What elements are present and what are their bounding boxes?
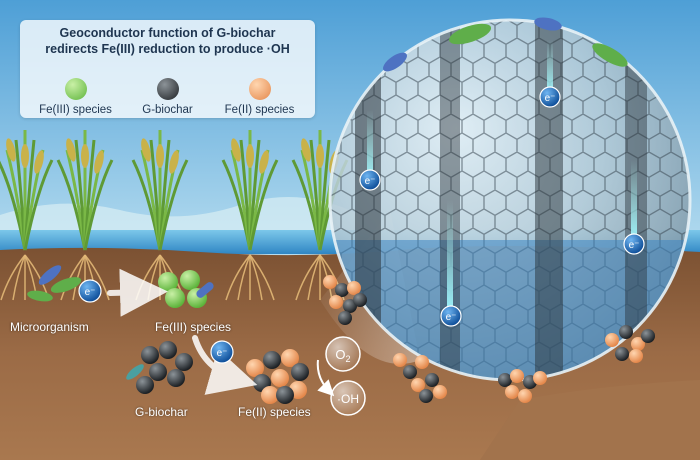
microbe-teal <box>126 364 144 380</box>
fe3-particle <box>165 288 185 308</box>
legend-swatch-fe3 <box>64 78 87 100</box>
legend-item-fe3: Fe(III) species <box>28 78 123 116</box>
label-fe3-species: Fe(III) species <box>155 320 232 334</box>
biochar-particle <box>159 341 177 359</box>
microbe-green <box>448 23 492 45</box>
electron: e⁻ <box>210 340 234 364</box>
electron: e⁻ <box>78 279 102 303</box>
rice-plant <box>56 130 114 301</box>
fe2-particle <box>329 295 343 309</box>
microbe-blue <box>38 265 62 285</box>
legend-item-fe2: Fe(II) species <box>212 78 307 116</box>
arrow-to-fe3 <box>107 268 168 317</box>
fe2-particle <box>629 349 643 363</box>
electron-beam <box>631 160 637 240</box>
arrow-to-fe2 <box>192 335 258 395</box>
electron: e⁻ <box>440 305 462 327</box>
biochar-particle <box>619 325 633 339</box>
biochar-particle <box>141 346 159 364</box>
electron: e⁻ <box>359 169 381 191</box>
fe2-particle <box>605 333 619 347</box>
microbe-blue <box>383 52 407 72</box>
fe2-particle <box>347 281 361 295</box>
biochar-particle <box>276 386 294 404</box>
rice-plant <box>131 130 189 301</box>
electron-beam <box>367 110 373 180</box>
label-g-biochar: G-biochar <box>135 405 188 419</box>
electron-beams <box>367 40 637 310</box>
oh-bubble-circle <box>330 380 366 416</box>
biochar-particle <box>353 293 367 307</box>
electrons: e⁻ e⁻ e⁻ e⁻ e⁻ e⁻ <box>78 86 645 364</box>
microbes-on-lens <box>383 17 628 72</box>
electron-symbol: e⁻ <box>545 93 556 104</box>
electron-symbol: e⁻ <box>85 287 96 298</box>
fe2-particle <box>281 349 299 367</box>
fe2-particle <box>323 275 337 289</box>
fe3-particle <box>180 270 200 290</box>
biochar-particle <box>425 373 439 387</box>
microbe-green <box>27 290 53 302</box>
legend-item-biochar: G-biochar <box>120 78 215 116</box>
o2-label: O2 <box>335 347 350 364</box>
electron-symbol: e⁻ <box>365 176 376 187</box>
electron: e⁻ <box>623 233 645 255</box>
particle-clusters <box>136 270 655 404</box>
legend-swatch-fe2 <box>248 78 271 100</box>
legend: Geoconductor function of G-biochar redir… <box>20 20 315 118</box>
biochar-particle <box>498 373 512 387</box>
electron-symbol: e⁻ <box>217 348 228 359</box>
fe2-particle <box>393 353 407 367</box>
rice-plant <box>221 130 279 301</box>
microbe-green <box>50 277 82 293</box>
microbe-blue <box>534 17 562 31</box>
soil-foreground <box>480 380 700 460</box>
biochar-particle <box>149 363 167 381</box>
legend-title: Geoconductor function of G-biochar redir… <box>45 26 290 56</box>
biochar-particle <box>403 365 417 379</box>
biochar-particle <box>615 347 629 361</box>
biochar-particle <box>175 353 193 371</box>
biochar-particle <box>335 283 349 297</box>
electron-symbol: e⁻ <box>446 312 457 323</box>
soil-microorganisms <box>27 265 144 380</box>
arrow-o2-to-oh <box>316 359 335 397</box>
oh-bubble: ·OH <box>330 380 366 416</box>
o2-bubble: O2 <box>325 336 361 372</box>
electron-beam <box>547 40 553 95</box>
microbe-blue <box>196 282 214 298</box>
label-microorganism: Microorganism <box>10 320 89 334</box>
rice-plant <box>0 130 54 301</box>
fe2-particle <box>510 369 524 383</box>
biochar-particle <box>167 369 185 387</box>
fe2-particle <box>261 386 279 404</box>
biochar-particle <box>419 389 433 403</box>
electron-symbol: e⁻ <box>629 240 640 251</box>
oh-label: ·OH <box>337 392 359 406</box>
fe2-particle <box>631 337 645 351</box>
biochar-particle <box>136 376 154 394</box>
biochar-particle <box>338 311 352 325</box>
fe2-particle <box>533 371 547 385</box>
biochar-particle <box>641 329 655 343</box>
fe2-particle <box>271 369 289 387</box>
o2-bubble-circle <box>325 336 361 372</box>
electron: e⁻ <box>539 86 561 108</box>
microbe-green <box>592 43 628 67</box>
biochar-particle <box>291 363 309 381</box>
electron-beam <box>447 200 453 310</box>
label-fe2-species: Fe(II) species <box>238 405 311 419</box>
fe2-particle <box>518 389 532 403</box>
fe2-particle <box>411 378 425 392</box>
fe2-particle <box>505 385 519 399</box>
biochar-particle <box>263 351 281 369</box>
fe2-particle <box>433 385 447 399</box>
legend-swatch-biochar <box>156 78 179 100</box>
fe2-particle <box>415 355 429 369</box>
